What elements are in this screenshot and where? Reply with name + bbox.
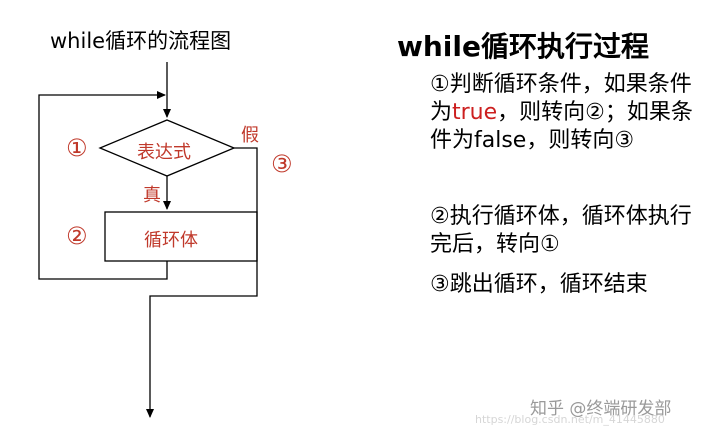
flowchart-title: while循环的流程图	[50, 29, 232, 53]
marker-2: ②	[66, 222, 88, 250]
step-2: ②执行循环体，循环体执行完后，转向①	[430, 204, 692, 257]
loop-body-label: 循环体	[144, 230, 198, 251]
step-3: ③跳出循环，循环结束	[430, 272, 648, 297]
marker-1: ①	[66, 134, 88, 162]
false-exit-line	[146, 147, 258, 418]
step-1-part-b: ，则转向②；如果条件为false，则转向③	[430, 100, 693, 153]
watermark-url: https://blog.csdn.net/m_41445880	[475, 413, 665, 426]
loop-back-line	[38, 91, 168, 280]
true-keyword: true	[452, 100, 498, 125]
explanation-title: while循环执行过程	[397, 30, 649, 63]
loop-body-box	[104, 211, 258, 262]
step-1-part-a: ①判断循环条件，如果条件为	[430, 72, 692, 125]
true-branch-label: 真	[143, 185, 161, 206]
watermark: 知乎 @终端研发部	[530, 399, 672, 419]
condition-label: 表达式	[137, 142, 191, 163]
marker-3: ③	[271, 150, 293, 178]
step-1: ①判断循环条件，如果条件为true，则转向②；如果条件为false，则转向③	[430, 71, 700, 155]
false-branch-label: 假	[241, 125, 259, 146]
